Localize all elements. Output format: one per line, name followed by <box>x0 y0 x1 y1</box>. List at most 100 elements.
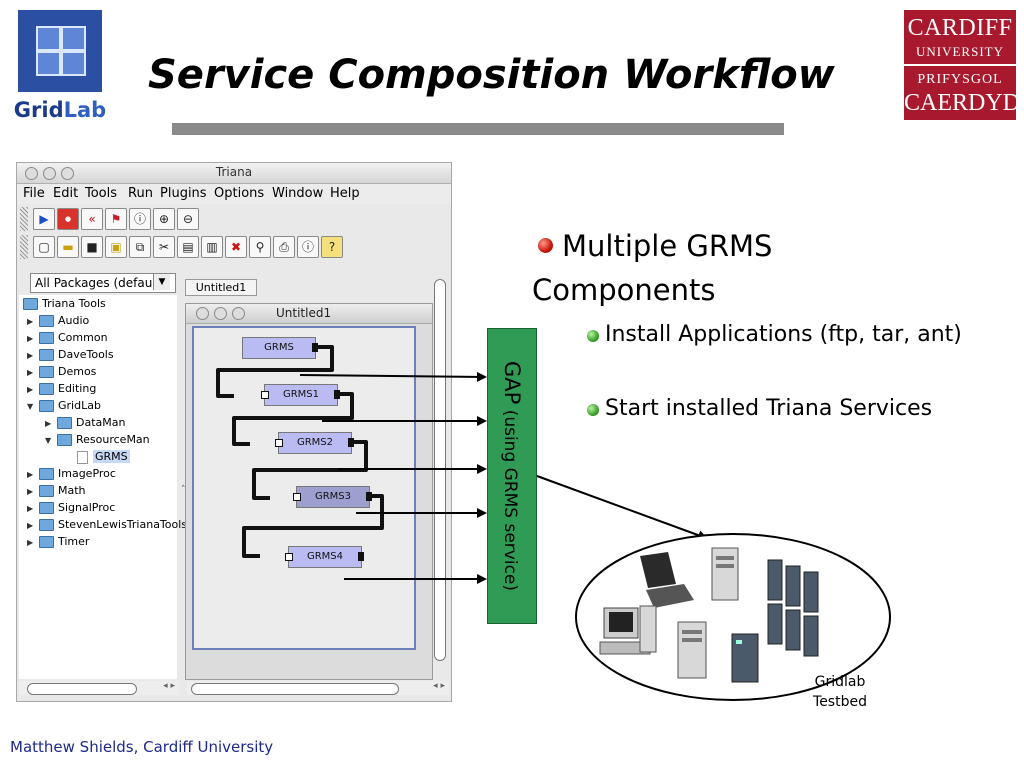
run-icon[interactable]: ▶ <box>33 208 55 230</box>
cardiff-logo-line3: PRIFYSGOL <box>917 72 1003 87</box>
expand-arrow-icon[interactable]: ▶ <box>27 504 34 513</box>
title-underline <box>172 123 784 135</box>
menu-bar: File Edit Tools Run Plugins Options Wind… <box>17 184 451 204</box>
minimize-canvas-button[interactable] <box>214 307 227 320</box>
menu-tools[interactable]: Tools <box>85 186 118 201</box>
expand-arrow-icon[interactable]: ▶ <box>27 317 34 326</box>
tree-item[interactable]: Triana Tools <box>23 295 106 312</box>
tree-item[interactable]: ▶Math <box>27 482 86 499</box>
stop-icon[interactable]: ● <box>57 208 79 230</box>
folder-icon <box>57 434 72 446</box>
rack-server-icon <box>731 633 759 683</box>
green-bullet-icon <box>587 404 599 416</box>
tower-server-icon <box>677 621 707 679</box>
tab-untitled1[interactable]: Untitled1 <box>185 279 257 296</box>
expand-arrow-icon[interactable]: ▶ <box>27 470 34 479</box>
close-window-button[interactable] <box>25 167 38 180</box>
expand-arrow-icon[interactable]: ▶ <box>27 368 34 377</box>
tree-item[interactable]: ▶SignalProc <box>27 499 115 516</box>
open-folder-icon[interactable]: ▬ <box>57 236 79 258</box>
tree-item[interactable]: ▶Editing <box>27 380 96 397</box>
copy-icon[interactable]: ⧉ <box>129 236 151 258</box>
folder-icon <box>57 417 72 429</box>
delete-icon[interactable]: ✖ <box>225 236 247 258</box>
paste-icon[interactable]: ▤ <box>177 236 199 258</box>
connector-arrows <box>299 371 708 584</box>
menu-window[interactable]: Window <box>272 186 324 201</box>
tree-item[interactable]: ▶Common <box>27 329 108 346</box>
workflow-canvas-window: Untitled1 GRMS GRMS1 GRMS2 GRMS3 GRMS4 <box>185 303 433 680</box>
folder-icon <box>39 383 54 395</box>
red-bullet-icon <box>538 238 553 253</box>
find-icon[interactable]: ⚲ <box>249 236 271 258</box>
folder-icon <box>39 536 54 548</box>
collapse-arrow-icon[interactable]: ▼ <box>45 436 52 445</box>
menu-edit[interactable]: Edit <box>53 186 79 201</box>
tree-item[interactable]: ▶ImageProc <box>27 465 116 482</box>
expand-arrow-icon[interactable]: ▶ <box>27 521 34 530</box>
tree-horizontal-scrollbar[interactable]: ◂ ▸ <box>19 681 179 695</box>
workflow-area[interactable]: GRMS GRMS1 GRMS2 GRMS3 GRMS4 <box>192 326 416 650</box>
package-selector[interactable]: All Packages (defaul <box>30 273 176 293</box>
cut-icon[interactable]: ✂ <box>153 236 175 258</box>
desktop-computer-icon <box>599 605 657 655</box>
flag-icon[interactable]: ⚑ <box>105 208 127 230</box>
expand-arrow-icon[interactable]: ▶ <box>27 334 34 343</box>
grms3-unit[interactable]: GRMS3 <box>293 486 372 508</box>
collapse-arrow-icon[interactable]: ▼ <box>27 402 34 411</box>
chevron-down-icon[interactable]: ▼ <box>153 274 170 290</box>
close-canvas-button[interactable] <box>196 307 209 320</box>
grms-unit[interactable]: GRMS <box>242 337 318 359</box>
grms4-unit[interactable]: GRMS4 <box>285 546 364 568</box>
expand-arrow-icon[interactable]: ▶ <box>27 487 34 496</box>
zoom-canvas-button[interactable] <box>232 307 245 320</box>
tree-item[interactable]: ▶Audio <box>27 312 89 329</box>
tree-item[interactable]: ▼GridLab <box>27 397 101 414</box>
tree-item[interactable]: ▼ResourceMan <box>45 431 150 448</box>
save-icon[interactable]: ■ <box>81 236 103 258</box>
menu-file[interactable]: File <box>23 186 45 201</box>
folder-icon <box>39 400 54 412</box>
menu-plugins[interactable]: Plugins <box>160 186 207 201</box>
canvas-titlebar[interactable]: Untitled1 <box>186 304 432 324</box>
tree-vertical-scrollbar[interactable]: ˄ <box>181 485 186 495</box>
print-icon[interactable]: ⎙ <box>273 236 295 258</box>
workflow-connections <box>216 345 384 558</box>
expand-arrow-icon[interactable]: ▶ <box>27 385 34 394</box>
save-all-icon[interactable]: ▣ <box>105 236 127 258</box>
about-icon[interactable]: ⓘ <box>297 236 319 258</box>
menu-help[interactable]: Help <box>330 186 360 201</box>
tree-item[interactable]: ▶Timer <box>27 533 89 550</box>
menu-options[interactable]: Options <box>214 186 265 201</box>
tree-item[interactable]: ▶Demos <box>27 363 96 380</box>
canvas-horizontal-scrollbar[interactable]: ◂ ▸ <box>187 681 449 695</box>
tree-item[interactable]: ▶StevenLewisTrianaTools <box>27 516 187 533</box>
menu-run[interactable]: Run <box>128 186 153 201</box>
help-icon[interactable]: ? <box>321 236 343 258</box>
run-toolbar: ▶ ● « ⚑ ⓘ ⊕ ⊖ <box>17 205 451 233</box>
grms2-unit[interactable]: GRMS2 <box>275 432 354 454</box>
rewind-icon[interactable]: « <box>81 208 103 230</box>
window-titlebar[interactable]: Triana <box>17 163 451 184</box>
grms1-unit[interactable]: GRMS1 <box>261 384 340 406</box>
new-file-icon[interactable]: ▢ <box>33 236 55 258</box>
folder-icon <box>39 519 54 531</box>
expand-arrow-icon[interactable]: ▶ <box>45 419 52 428</box>
cardiff-logo-line4: CAERDYDD <box>904 90 1024 116</box>
zoom-window-button[interactable] <box>61 167 74 180</box>
minimize-window-button[interactable] <box>43 167 56 180</box>
folder-icon <box>23 298 38 310</box>
info-icon[interactable]: ⓘ <box>129 208 151 230</box>
zoom-out-icon[interactable]: ⊖ <box>177 208 199 230</box>
document-icon[interactable]: ▥ <box>201 236 223 258</box>
expand-arrow-icon[interactable]: ▶ <box>27 351 34 360</box>
folder-icon <box>39 468 54 480</box>
tree-item[interactable]: ▶DataMan <box>45 414 125 431</box>
tree-item[interactable]: GRMS <box>77 448 130 465</box>
zoom-in-icon[interactable]: ⊕ <box>153 208 175 230</box>
expand-arrow-icon[interactable]: ▶ <box>27 538 34 547</box>
gap-label: GAP (using GRMS service) <box>500 360 524 592</box>
tree-item[interactable]: ▶DaveTools <box>27 346 114 363</box>
folder-icon <box>39 485 54 497</box>
